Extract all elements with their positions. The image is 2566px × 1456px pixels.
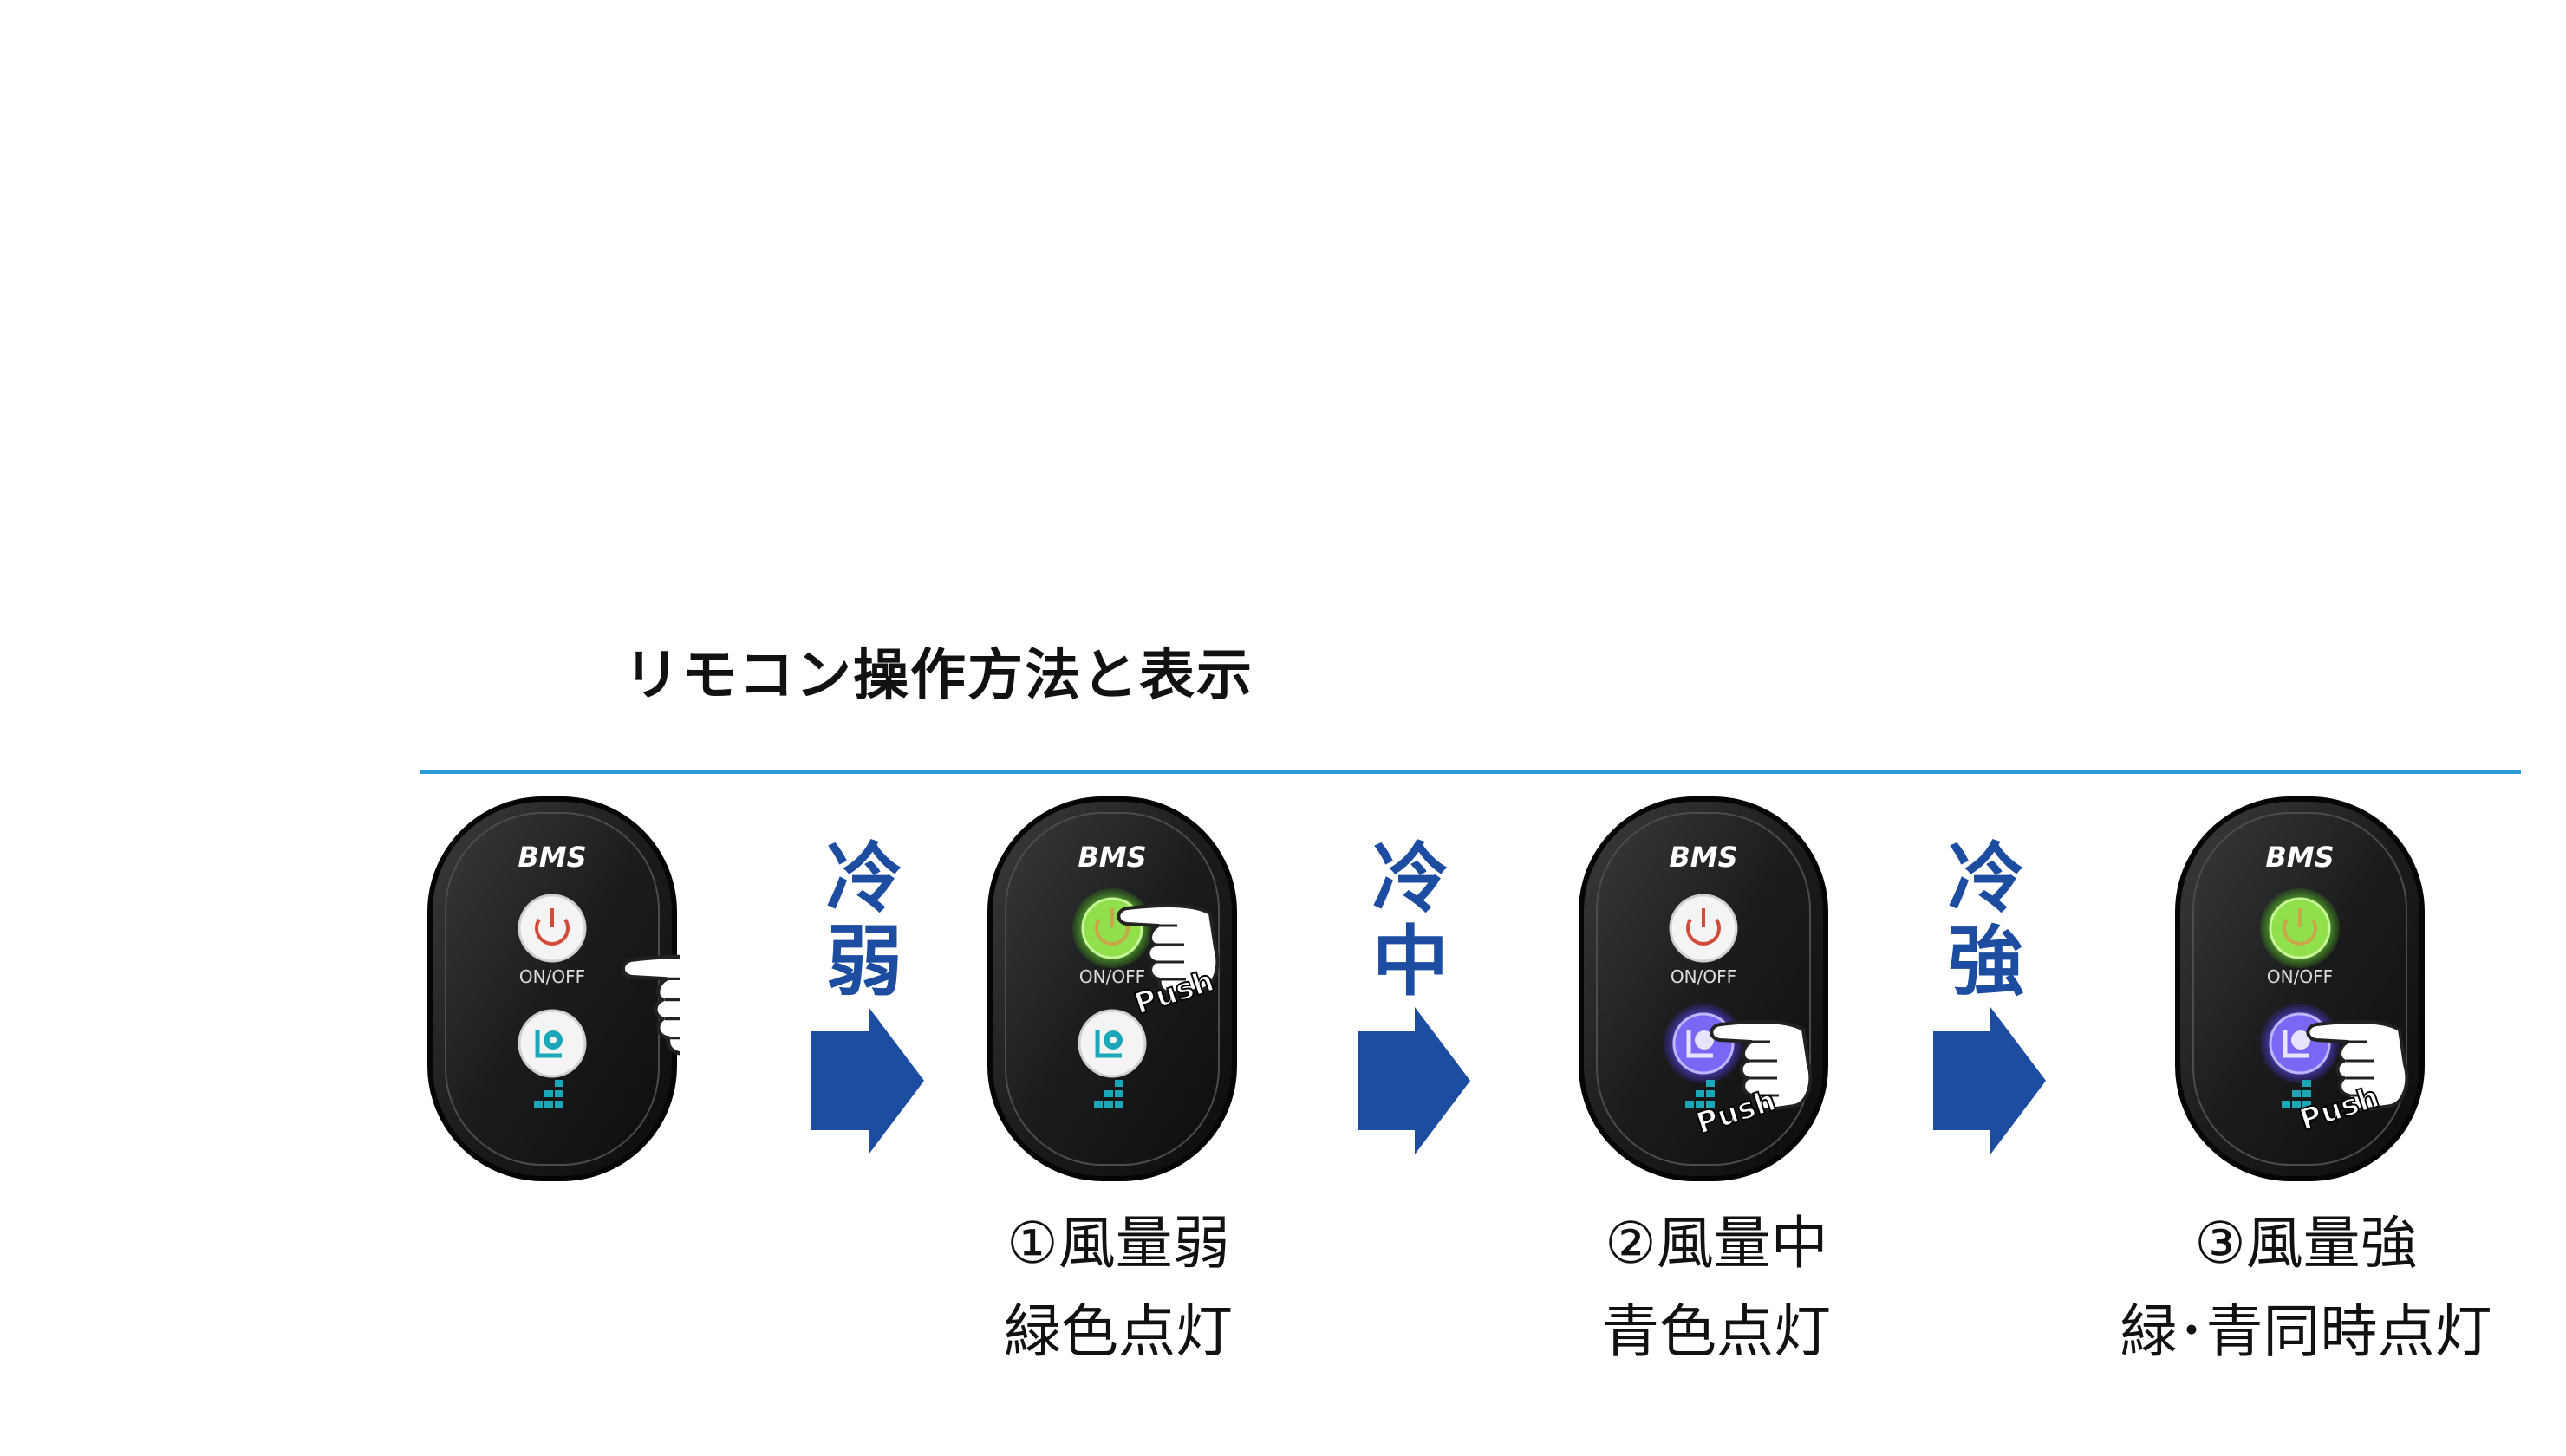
brand-logo: BMS xyxy=(1078,841,1146,874)
remote-low: BMS ON/OFF Push xyxy=(985,794,1240,1184)
step-2-status: 青色点灯 xyxy=(1602,1298,1831,1365)
fan-icon xyxy=(2283,1030,2310,1058)
power-label: ON/OFF xyxy=(2267,966,2333,987)
step-2-caption: ②風量中 青色点灯 xyxy=(1534,1199,1898,1376)
power-icon xyxy=(2283,908,2317,946)
remote-initial: BMS ON/OFF xyxy=(425,794,680,1184)
right-arrow-icon xyxy=(1358,1007,1470,1154)
power-button[interactable] xyxy=(518,894,587,963)
fan-button[interactable] xyxy=(1078,1009,1147,1078)
power-icon xyxy=(535,908,570,946)
brand-logo: BMS xyxy=(2265,841,2334,874)
page-title: リモコン操作方法と表示 xyxy=(624,644,1254,708)
power-button[interactable] xyxy=(1072,888,1152,968)
arrow-label-2: 冷中 xyxy=(1371,834,1449,1006)
power-label: ON/OFF xyxy=(519,966,585,987)
remote-high: BMS ON/OFF Push xyxy=(2172,794,2427,1184)
fan-level-indicator xyxy=(1685,1080,1715,1108)
fan-button[interactable] xyxy=(1664,1004,1743,1083)
arrow-label-1: 冷弱 xyxy=(825,834,902,1006)
power-button[interactable] xyxy=(2260,888,2340,968)
power-icon xyxy=(1686,908,1721,946)
step-1-title: ①風量弱 xyxy=(1006,1210,1230,1277)
fan-button[interactable] xyxy=(2260,1004,2340,1083)
power-label: ON/OFF xyxy=(1079,966,1145,987)
brand-logo: BMS xyxy=(1669,841,1737,874)
step-3-caption: ③風量強 緑･青同時点灯 xyxy=(2072,1199,2540,1376)
fan-icon xyxy=(535,1030,563,1058)
fan-level-indicator xyxy=(1094,1080,1123,1108)
right-arrow-icon xyxy=(1933,1007,2046,1154)
step-3-status: 緑･青同時点灯 xyxy=(2120,1298,2492,1365)
power-icon xyxy=(1095,908,1130,946)
fan-icon xyxy=(1686,1030,1714,1058)
power-button[interactable] xyxy=(1669,894,1738,963)
brand-logo: BMS xyxy=(518,841,586,874)
step-1-status: 緑色点灯 xyxy=(1004,1298,1233,1365)
fan-level-indicator xyxy=(2282,1080,2311,1108)
arrow-label-3: 冷強 xyxy=(1947,834,2024,1006)
power-label: ON/OFF xyxy=(1671,966,1736,987)
remote-mid: BMS ON/OFF Push xyxy=(1576,794,1831,1184)
fan-button[interactable] xyxy=(518,1009,587,1078)
step-3-title: ③風量強 xyxy=(2194,1210,2418,1277)
step-1-caption: ①風量弱 緑色点灯 xyxy=(936,1199,1300,1376)
right-arrow-icon xyxy=(811,1007,924,1154)
fan-icon xyxy=(1095,1030,1123,1058)
title-divider xyxy=(420,770,2521,774)
step-2-title: ②風量中 xyxy=(1605,1210,1828,1277)
fan-level-indicator xyxy=(534,1080,563,1108)
